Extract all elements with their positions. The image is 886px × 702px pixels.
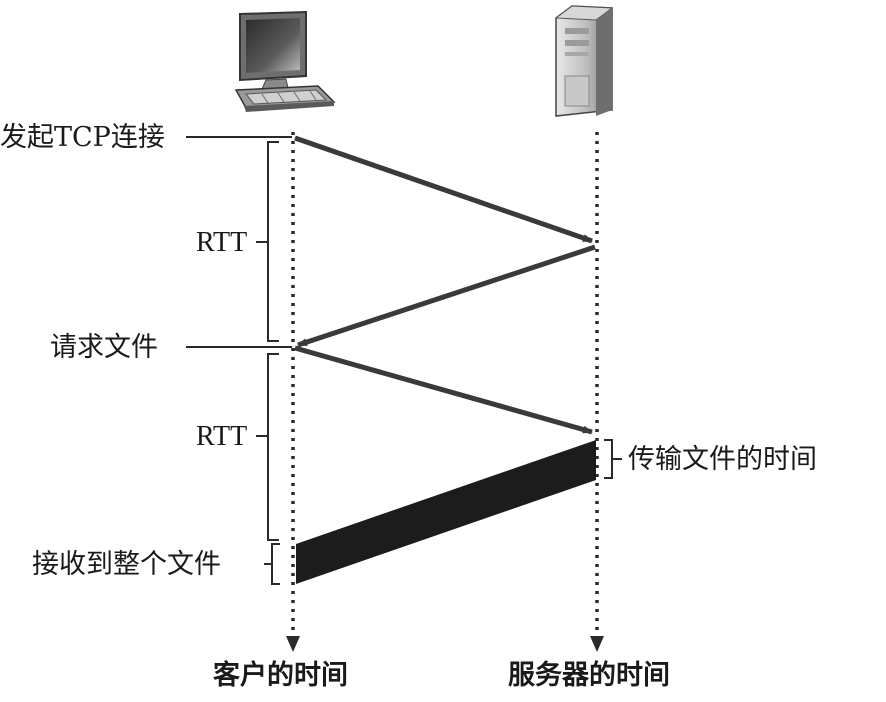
transmit-time-brace	[604, 439, 622, 479]
client-time-label: 客户的时间	[213, 659, 348, 691]
synack-arrow	[297, 244, 596, 348]
client-timeline-arrowhead	[286, 636, 300, 652]
syn-arrow	[294, 135, 593, 244]
rtt-2-brace	[256, 353, 279, 541]
server-tower-icon	[554, 5, 614, 117]
rtt-1-brace	[256, 141, 279, 342]
file-transfer-band	[296, 440, 596, 584]
initiate-tcp-label: 发起TCP连接	[0, 122, 165, 153]
transmit-time-label: 传输文件的时间	[628, 444, 817, 475]
rtt-2-label: RTT	[196, 421, 247, 452]
rtt-1-label: RTT	[196, 227, 247, 258]
receive-file-brace	[264, 543, 280, 585]
server-time-label: 服务器的时间	[508, 659, 670, 691]
request-file-label: 请求文件	[50, 332, 158, 363]
server-timeline-arrowhead	[590, 636, 604, 652]
receive-file-label: 接收到整个文件	[32, 549, 221, 580]
request-arrow	[294, 345, 593, 435]
desktop-computer-icon	[234, 10, 336, 112]
